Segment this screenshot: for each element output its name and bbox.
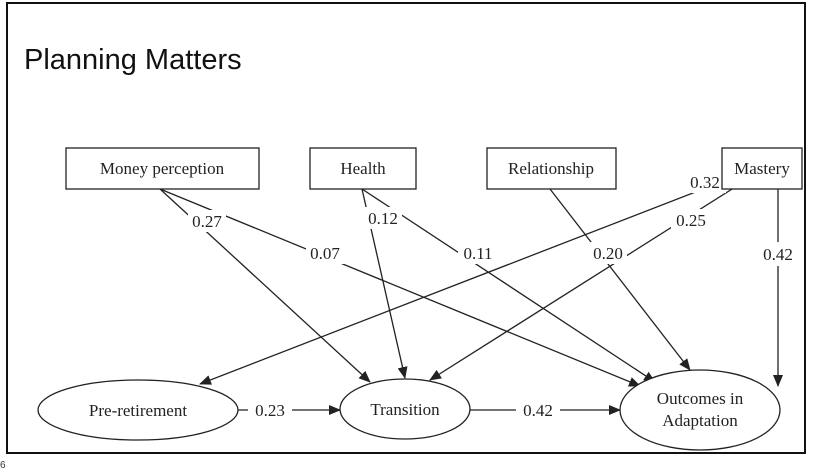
- coef-money-transition: 0.27: [192, 212, 222, 231]
- coef-mastery-outcomes: 0.42: [763, 245, 793, 264]
- coef-mastery-transition: 0.25: [676, 211, 706, 230]
- slide-frame: [6, 2, 806, 454]
- edge-health-outcomes: [361, 188, 656, 383]
- coef-preretirement-transition: 0.23: [255, 401, 285, 420]
- node-transition-label: Transition: [370, 400, 440, 419]
- node-health: [309, 147, 417, 190]
- coef-mastery-preretirement: 0.32: [690, 173, 720, 192]
- edge-mastery-transition: [429, 159, 779, 381]
- node-health-label: Health: [340, 159, 386, 178]
- node-outcomes-in-adaptation: [619, 369, 781, 451]
- coef-transition-outcomes: 0.42: [523, 401, 553, 420]
- node-mastery-label: Mastery: [734, 159, 790, 178]
- node-outcomes-label-line2: Adaptation: [662, 411, 738, 430]
- node-pre-retirement: [37, 379, 239, 441]
- edge-mastery-preretirement: [199, 159, 779, 385]
- slide-title: Planning Matters: [24, 44, 242, 76]
- node-mastery: [721, 147, 803, 190]
- coef-money-outcomes: 0.07: [310, 244, 340, 263]
- slide-number: 6: [0, 460, 6, 471]
- coef-relationship-outcomes: 0.20: [593, 244, 623, 263]
- coef-health-transition: 0.12: [368, 209, 398, 228]
- node-transition: [339, 378, 471, 440]
- node-money-perception-label: Money perception: [100, 159, 225, 178]
- node-relationship: [486, 147, 617, 190]
- node-pre-retirement-label: Pre-retirement: [89, 401, 187, 420]
- node-money-perception: [65, 147, 260, 190]
- edge-money-outcomes: [159, 188, 641, 387]
- node-outcomes-label-line1: Outcomes in: [657, 389, 744, 408]
- coef-health-outcomes: 0.11: [463, 244, 492, 263]
- edge-relationship-outcomes: [549, 188, 691, 371]
- node-relationship-label: Relationship: [508, 159, 594, 178]
